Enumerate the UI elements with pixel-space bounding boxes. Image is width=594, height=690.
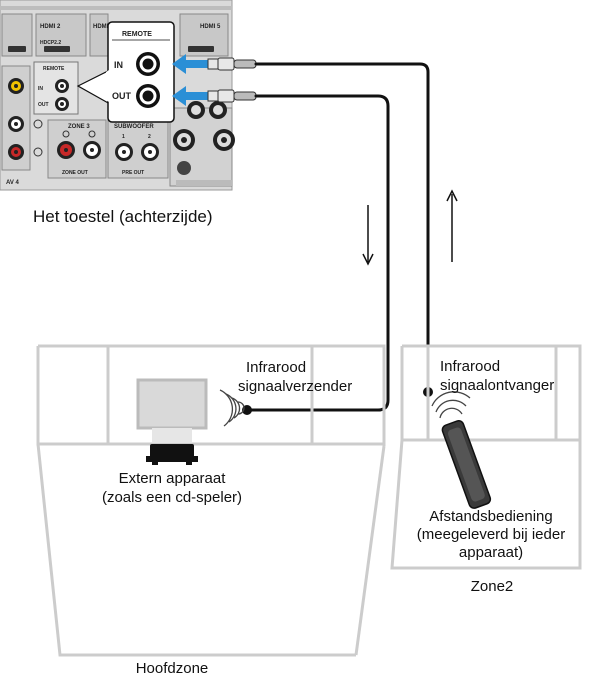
- receiver-label-line2: signaalontvanger: [440, 377, 555, 394]
- subwoofer-label: SUBWOOFER: [114, 124, 154, 130]
- speaker-terminals: [169, 101, 235, 187]
- left-jacks: AV 4: [1, 65, 43, 186]
- cable-to-receiver: [254, 62, 430, 394]
- remote-control-icon: [441, 420, 492, 509]
- pre-out-label: PRE OUT: [122, 170, 144, 176]
- hdcp-label: HDCP2.2: [40, 40, 61, 46]
- hdmi-row: HDMI 2 HDCP2.2 HDMI 5 HDMI: [1, 13, 229, 57]
- main-zone-caption: Hoofdzone: [135, 660, 209, 677]
- ir-emitter-waves-icon: [219, 389, 245, 427]
- signal-direction-arrows: [362, 189, 458, 266]
- in-arrow-icon: [172, 54, 208, 74]
- out-arrow-icon: [172, 86, 208, 106]
- external-device-icon: [146, 444, 198, 465]
- av4-label: AV 4: [6, 180, 20, 186]
- callout-out-label: OUT: [112, 91, 132, 101]
- cables: [246, 62, 430, 412]
- receiver-label-line1: Infrarood: [440, 358, 501, 375]
- insertion-arrows: [172, 54, 208, 106]
- device-label-line1: Extern apparaat: [118, 470, 226, 487]
- emitter-label-line1: Infrarood: [246, 359, 307, 376]
- zone2-caption: Zone2: [470, 578, 514, 595]
- main-zone-room: [36, 344, 386, 657]
- hdmi-label: HDMI: [93, 24, 109, 30]
- ir-remote-waves-icon: [431, 391, 471, 419]
- emitter-label-line2: signaalverzender: [238, 378, 353, 395]
- up-arrow-icon: [446, 189, 458, 262]
- callout-title: REMOTE: [122, 31, 152, 38]
- pre-out-block: SUBWOOFER 1 2 PRE OUT: [107, 119, 169, 179]
- device-label-line2: (zoals een cd-speler): [101, 489, 243, 506]
- zone2-room: [390, 344, 582, 570]
- hdmi5-label: HDMI 5: [200, 24, 221, 30]
- zone-out-block: ZONE 3 ZONE OUT: [47, 119, 107, 179]
- remote-label-line1: Afstandsbediening: [429, 508, 553, 525]
- remote-label-line3: apparaat): [458, 544, 524, 561]
- receiver-caption: Het toestel (achterzijde): [33, 207, 213, 226]
- remote-callout: REMOTE IN OUT: [76, 21, 175, 123]
- cable-to-emitter: [246, 94, 390, 412]
- panel-remote-label: REMOTE: [43, 66, 65, 72]
- panel-remote-block: REMOTE IN OUT: [33, 61, 79, 115]
- zone-out-label: ZONE OUT: [62, 170, 88, 176]
- tv-icon: [136, 378, 208, 442]
- pre-out-num-2: 2: [148, 134, 151, 140]
- zone3-label: ZONE 3: [68, 124, 90, 130]
- remote-label-line2: (meegeleverd bij ieder: [416, 526, 566, 543]
- receiver-back-panel: HDMI 2 HDCP2.2 HDMI 5 HDMI AV 4 REMOTE I…: [0, 0, 235, 191]
- callout-in-label: IN: [114, 60, 123, 70]
- down-arrow-icon: [362, 205, 374, 266]
- panel-in-label: IN: [38, 86, 43, 92]
- panel-out-label: OUT: [38, 102, 49, 108]
- hdmi2-label: HDMI 2: [40, 24, 61, 30]
- pre-out-num-1: 1: [122, 134, 125, 140]
